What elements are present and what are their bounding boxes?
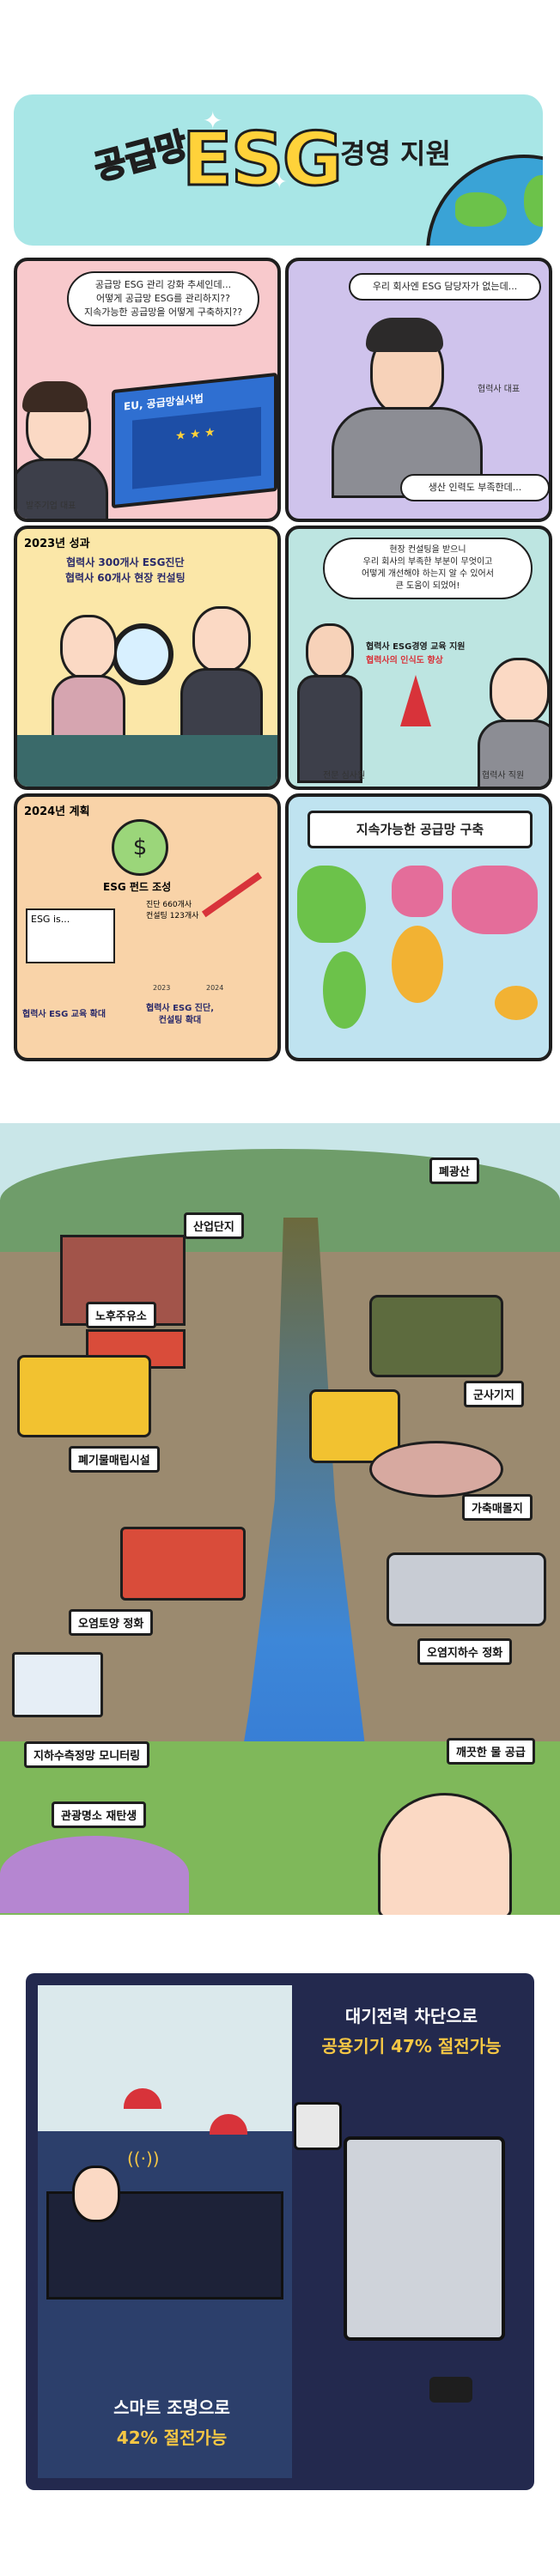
label-landfill: 폐기물매립시설 xyxy=(69,1446,160,1473)
label-mine: 폐광산 xyxy=(429,1157,479,1184)
label-gas: 노후주유소 xyxy=(86,1302,156,1328)
worker-figure xyxy=(72,2166,120,2222)
monitor-screen: EU, 공급망실사법 ★ ★ ★ xyxy=(112,372,277,509)
title-part3: 경영 지원 xyxy=(340,137,451,170)
panel-4: 현장 컨설팅을 받으니 우리 회사의 부족한 부분이 무엇이고 어떻게 개선해야… xyxy=(285,526,552,790)
sparkle-icon: ✦ xyxy=(203,106,223,135)
label-tourism: 관광명소 재탄생 xyxy=(52,1801,147,1828)
board-text: 협력사 ESG경영 교육 지원 협력사의 인식도 향상 xyxy=(366,642,466,665)
energy-illustration: ((·)) 대기전력 차단으로 공용기기 47% 절전가능 스마트 조명으로 4… xyxy=(26,1973,534,2490)
fund-label: ESG 펀드 조성 xyxy=(103,881,172,893)
bottom-caption: 스마트 조명으로 42% 절전가능 xyxy=(113,2397,230,2448)
growth-arrow-icon xyxy=(201,872,263,918)
panel-1: 공급망 ESG 관리 강화 추세인데... 어떻게 공급망 ESG를 관리하지?… xyxy=(14,258,281,522)
person-label: 전문 심사원 xyxy=(323,771,366,781)
label-soil: 오염토양 정화 xyxy=(69,1609,154,1636)
sparkle-icon: ✦ xyxy=(271,172,288,193)
top-caption: 대기전력 차단으로 공용기기 47% 절전가능 xyxy=(321,2006,502,2057)
year-header: 2023년 성과 xyxy=(24,538,90,550)
title-banner: ✦ ✦ 공급망 ESG 경영 지원 xyxy=(14,94,543,246)
man-figure xyxy=(180,606,263,757)
consultant-figure xyxy=(297,623,362,783)
environment-illustration: 산업단지 폐광산 노후주유소 군사기지 폐기물매립시설 가축매몰지 오염토양 정… xyxy=(0,1123,560,1915)
livestock-pit xyxy=(369,1441,503,1498)
power-outlet-icon xyxy=(294,2102,342,2150)
panel-2: 우리 회사엔 ESG 담당자가 없는데... 협력사 대표 생산 인력도 부족한… xyxy=(285,258,552,522)
military-base-icon xyxy=(369,1295,503,1377)
panel-3: 2023년 성과 협력사 300개사 ESG진단 협력사 60개사 현장 컨설팅 xyxy=(14,526,281,790)
results-text: 협력사 300개사 ESG진단 협력사 60개사 현장 컨설팅 xyxy=(65,556,186,584)
plug-icon xyxy=(429,2377,472,2403)
children-figure xyxy=(378,1793,512,1915)
esg-is-board: ESG is... xyxy=(26,908,115,963)
panel-5: 2024년 계획 $ ESG 펀드 조성 ESG is... 협력사 ESG 교… xyxy=(14,793,281,1061)
year-label: 2023 xyxy=(153,984,171,992)
banner-ribbon: 지속가능한 공급망 구축 xyxy=(307,811,533,848)
person-label: 협력사 직원 xyxy=(482,771,525,781)
worker-figure xyxy=(478,658,549,787)
label-military: 군사기지 xyxy=(464,1381,524,1407)
window xyxy=(38,1985,292,2131)
world-map xyxy=(297,857,538,1046)
panel-caption: 발주기업 대표 xyxy=(26,501,76,511)
tanker-icon xyxy=(387,1552,546,1626)
title-part1: 공급망 xyxy=(89,125,193,189)
wifi-icon: ((·)) xyxy=(127,2148,160,2169)
magnifier-icon xyxy=(112,623,173,685)
label-livestock: 가축매몰지 xyxy=(462,1494,533,1521)
label-clean-water: 깨끗한 물 공급 xyxy=(447,1738,535,1765)
label-groundwater: 오염지하수 정화 xyxy=(417,1638,513,1665)
expand-label: 협력사 ESG 진단, 컨설팅 확대 xyxy=(146,1004,215,1025)
stats-text: 진단 660개사 컨설팅 123개사 xyxy=(146,901,199,920)
label-monitor: 지하수측정망 모니터링 xyxy=(24,1741,150,1768)
comic-section: ✦ ✦ 공급망 ESG 경영 지원 공급망 ESG 관리 강화 추세인데... … xyxy=(0,0,560,1065)
factory-row xyxy=(17,735,277,787)
dump-truck-icon xyxy=(17,1355,151,1437)
truck-icon xyxy=(120,1527,246,1601)
office-room: ((·)) xyxy=(38,1985,292,2478)
year-label: 2024 xyxy=(206,984,224,992)
panel-6: 지속가능한 공급망 구축 xyxy=(285,793,552,1061)
money-plant-icon: $ xyxy=(112,819,168,876)
year-header: 2024년 계획 xyxy=(24,805,90,818)
speech-bubble: 우리 회사엔 ESG 담당자가 없는데... xyxy=(349,273,541,301)
person-label: 협력사 대표 xyxy=(478,385,520,394)
label-industrial: 산업단지 xyxy=(184,1212,244,1239)
title-esg: ESG xyxy=(180,116,344,204)
globe-icon xyxy=(426,155,543,246)
woman-figure xyxy=(52,615,125,757)
speech-bubble: 생산 인력도 부족한데... xyxy=(400,474,549,501)
ceo-figure xyxy=(17,381,108,519)
monitor-icon xyxy=(12,1652,103,1717)
growth-arrow-icon xyxy=(400,675,431,726)
ceo-figure xyxy=(332,313,483,498)
speech-bubble: 현장 컨설팅을 받으니 우리 회사의 부족한 부분이 무엇이고 어떻게 개선해야… xyxy=(323,538,533,599)
edu-label: 협력사 ESG 교육 확대 xyxy=(22,1010,107,1019)
copier-machine xyxy=(344,2136,505,2341)
speech-bubble: 공급망 ESG 관리 강화 추세인데... 어떻게 공급망 ESG를 관리하지?… xyxy=(67,271,259,326)
flowers xyxy=(0,1836,189,1913)
